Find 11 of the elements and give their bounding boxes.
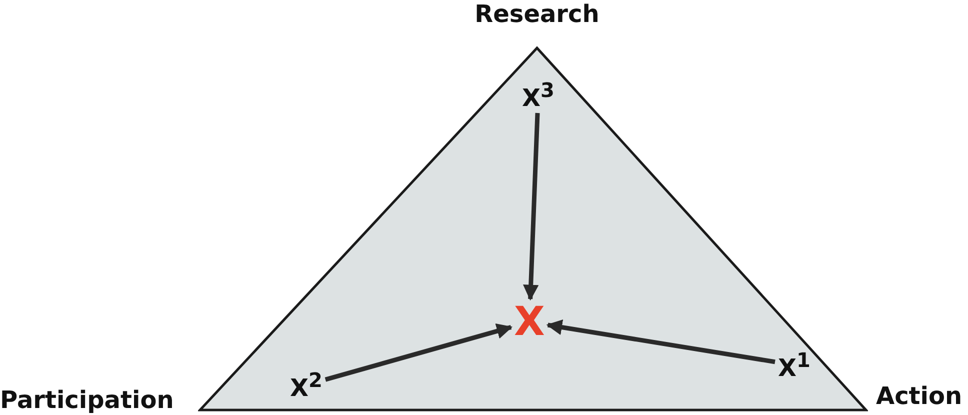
- arrow: [546, 320, 776, 364]
- variable-label: X$^{1}$: [778, 350, 810, 380]
- variable-label: X$^{2}$: [290, 370, 322, 400]
- vertex-label: Action: [876, 382, 962, 410]
- arrow: [324, 323, 513, 382]
- triangle-shape: [198, 46, 868, 412]
- vertex-label: Research: [474, 0, 600, 28]
- center-mark: X: [514, 302, 545, 342]
- arrow: [523, 112, 540, 301]
- vertex-label: Participation: [0, 386, 174, 414]
- variable-label: X$^{3}$: [522, 80, 554, 110]
